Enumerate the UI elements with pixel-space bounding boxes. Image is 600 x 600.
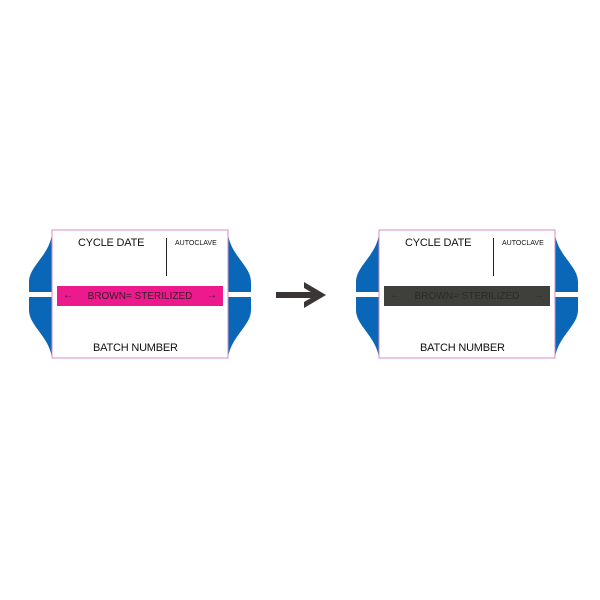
divider-line [166, 238, 167, 276]
arrow-head [304, 282, 326, 308]
right-tab-slot [552, 292, 580, 297]
autoclave-label: AUTOCLAVE [175, 240, 217, 247]
divider-line [493, 238, 494, 276]
cycle-date-label: CYCLE DATE [78, 237, 145, 249]
label-before: CYCLE DATE AUTOCLAVE ← BROWN= STERILIZED… [25, 226, 255, 362]
autoclave-label: AUTOCLAVE [502, 240, 544, 247]
batch-number-label: BATCH NUMBER [420, 342, 505, 354]
left-tab-slot [354, 292, 382, 297]
indicator-text: BROWN= STERILIZED [414, 290, 520, 302]
arrow-shaft [276, 292, 316, 298]
left-arrow-icon: ← [390, 290, 400, 301]
indicator-text: BROWN= STERILIZED [87, 290, 193, 302]
left-tab-slot [27, 292, 55, 297]
right-arrow-icon: → [207, 290, 217, 301]
right-arrow-icon [276, 282, 326, 308]
indicator-strip-after: ← BROWN= STERILIZED → [384, 286, 550, 306]
label-after: CYCLE DATE AUTOCLAVE ← BROWN= STERILIZED… [352, 226, 582, 362]
indicator-strip-before: ← BROWN= STERILIZED → [57, 286, 223, 306]
right-tab-slot [225, 292, 253, 297]
right-arrow-icon: → [534, 290, 544, 301]
cycle-date-label: CYCLE DATE [405, 237, 472, 249]
left-arrow-icon: ← [63, 290, 73, 301]
batch-number-label: BATCH NUMBER [93, 342, 178, 354]
